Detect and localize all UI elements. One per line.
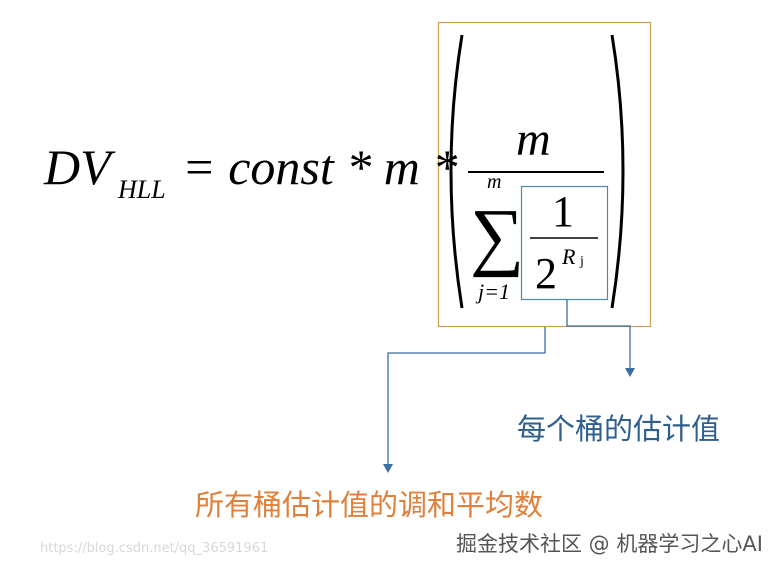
inner-box bbox=[520, 185, 609, 301]
arrow-harmonic-mean bbox=[387, 327, 546, 466]
lhs-subscript: HLL bbox=[118, 175, 166, 204]
watermark: 掘金技术社区 @ 机器学习之心AI bbox=[456, 532, 763, 556]
outer-box bbox=[437, 21, 652, 328]
harmonic-mean-label: 所有桶估计值的调和平均数 bbox=[195, 488, 544, 522]
sum-lower: j=1 bbox=[478, 279, 510, 304]
inner-exponent: R bbox=[562, 244, 576, 269]
inner-base: 2 bbox=[535, 249, 557, 298]
lhs-dv: DV bbox=[44, 139, 111, 195]
rhs-prefix: = const * m * bbox=[182, 139, 458, 195]
numerator-m: m bbox=[516, 113, 551, 166]
arrow-bucket-estimate bbox=[566, 300, 631, 370]
arrowhead-harmonic bbox=[383, 464, 393, 473]
watermark-url: https://blog.csdn.net/qq_36591961 bbox=[40, 541, 269, 556]
arrowhead-bucket bbox=[625, 368, 635, 377]
inner-numerator: 1 bbox=[552, 187, 574, 236]
inner-exponent-sub: j bbox=[580, 254, 584, 269]
right-paren bbox=[610, 34, 625, 309]
left-paren bbox=[449, 34, 464, 309]
sum-symbol: ∑ bbox=[470, 194, 525, 278]
bucket-estimate-label: 每个桶的估计值 bbox=[517, 412, 721, 446]
sum-upper: m bbox=[487, 171, 502, 193]
